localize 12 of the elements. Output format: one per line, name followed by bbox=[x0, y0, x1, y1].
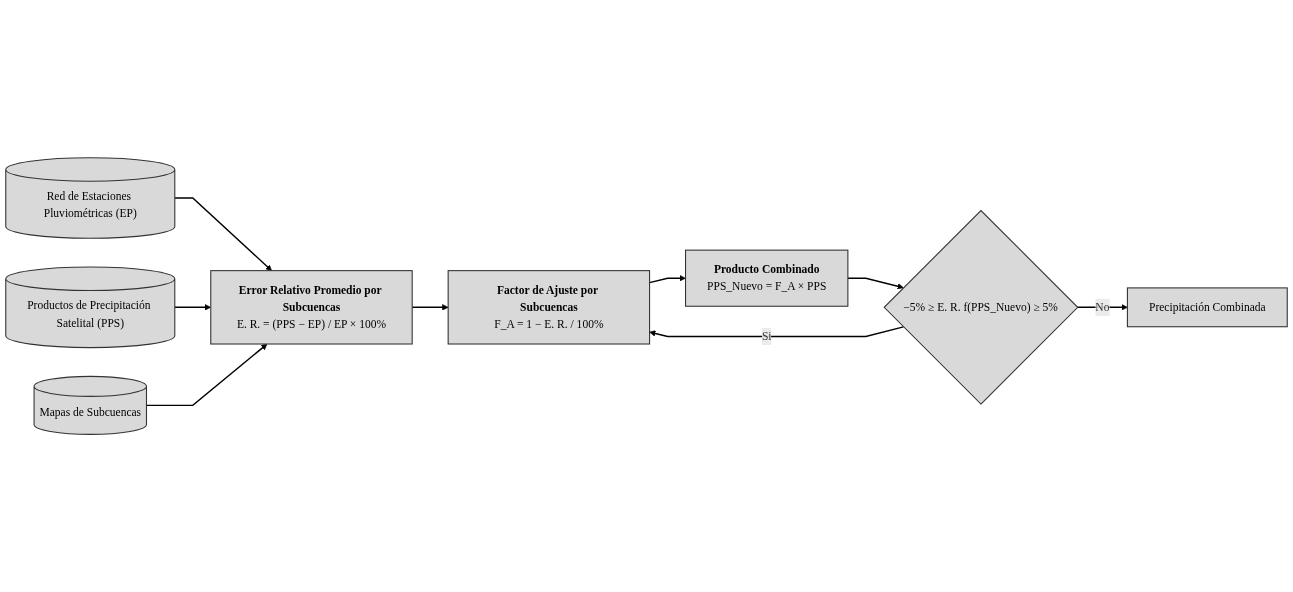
edge-label: Si bbox=[761, 329, 772, 343]
arrow bbox=[145, 343, 268, 407]
node-diamond: −5% ≥ E. R. f(PPS_Nuevo) ≥ 5% bbox=[883, 209, 1079, 405]
arrow bbox=[174, 197, 272, 271]
arrow bbox=[649, 326, 905, 338]
node-box: Factor de Ajuste por Subcuencas F_A = 1 − E. R. / 100% bbox=[447, 270, 651, 345]
arrow bbox=[847, 277, 904, 290]
node-box: Producto Combinado PPS_Nuevo = F_A × PPS bbox=[685, 249, 849, 307]
node-box: Error Relativo Promedio por Subcuencas E. R. = (PPS − EP) / EP × 100% bbox=[210, 270, 413, 345]
arrow bbox=[1076, 304, 1128, 311]
edge-label: No bbox=[1095, 300, 1110, 313]
node-box: Precipitación Combinada bbox=[1126, 287, 1288, 328]
